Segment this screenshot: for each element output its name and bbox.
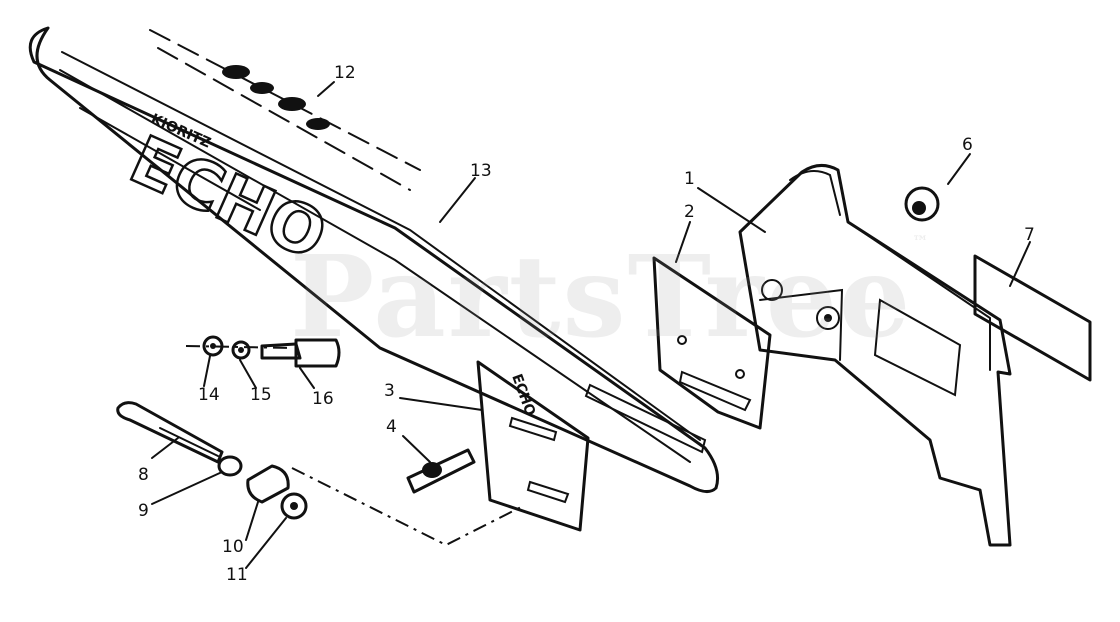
callout-12: 12 <box>334 63 356 83</box>
callout-7: 7 <box>1024 225 1035 245</box>
plate-brand-text: ECHO <box>508 372 538 418</box>
saw-chain[interactable] <box>149 29 421 191</box>
callout-13: 13 <box>470 161 492 181</box>
callout-16: 16 <box>312 389 334 409</box>
watermark-trademark: ™ <box>912 232 931 251</box>
callout-14: 14 <box>198 385 220 405</box>
nut-11[interactable] <box>280 492 308 520</box>
stud-bolt-4[interactable] <box>406 448 476 494</box>
watermark-text: PartsTree <box>290 232 913 363</box>
callout-3: 3 <box>384 381 395 401</box>
tensioner-10[interactable] <box>246 464 290 504</box>
guide-plate-inner[interactable] <box>652 256 772 430</box>
leader-lines <box>151 81 1031 569</box>
callout-15: 15 <box>250 385 272 405</box>
callout-10: 10 <box>222 537 244 557</box>
washer-15[interactable] <box>231 340 251 360</box>
callout-9: 9 <box>138 501 149 521</box>
callout-2: 2 <box>684 202 695 222</box>
guide-plate-outer[interactable]: ECHO <box>476 360 590 532</box>
callout-6: 6 <box>962 135 973 155</box>
watermark: PartsTree™ <box>290 232 930 363</box>
callout-11: 11 <box>226 565 248 585</box>
axis-line-upper <box>185 345 293 349</box>
engine-housing[interactable] <box>738 164 1012 547</box>
callout-8: 8 <box>138 465 149 485</box>
cover-plate[interactable] <box>973 254 1092 382</box>
callout-4: 4 <box>386 417 397 437</box>
callout-1: 1 <box>684 169 695 189</box>
callout-labels: 1 2 3 4 6 7 8 9 10 11 12 13 14 15 16 <box>138 63 1035 585</box>
nut-6[interactable] <box>904 186 940 222</box>
bolt-16[interactable] <box>260 338 341 368</box>
washer-9[interactable] <box>217 455 243 477</box>
bolt-8[interactable] <box>116 401 224 464</box>
